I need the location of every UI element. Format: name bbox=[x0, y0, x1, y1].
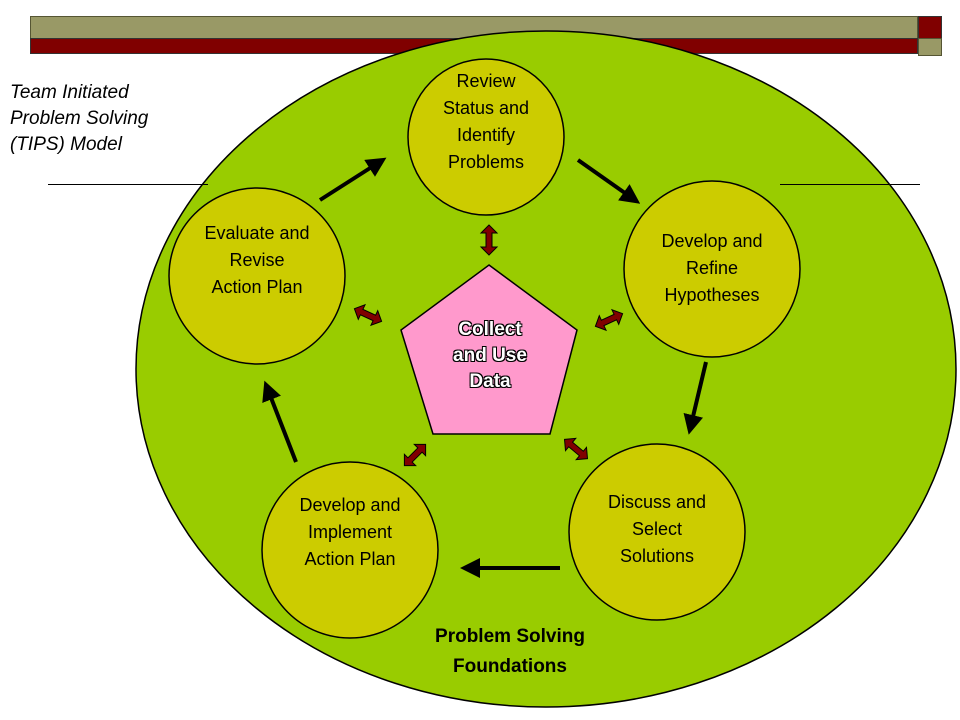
node-hypotheses-label: Develop and Refine Hypotheses bbox=[627, 228, 797, 309]
node-evaluate-label: Evaluate and Revise Action Plan bbox=[172, 220, 342, 301]
node-implement-label: Develop and Implement Action Plan bbox=[265, 492, 435, 573]
node-label-line: Review bbox=[456, 71, 516, 91]
center-label-line: Data bbox=[469, 371, 511, 392]
center-label-line: Collect bbox=[458, 319, 522, 340]
node-label-line: Evaluate and bbox=[204, 223, 310, 243]
node-solutions bbox=[568, 443, 746, 621]
arrow-evaluate-to-review bbox=[318, 157, 387, 202]
node-label-line: Solutions bbox=[619, 546, 695, 566]
node-label-line: Identify bbox=[456, 125, 516, 145]
node-hypotheses bbox=[623, 180, 801, 358]
double-arrow-solutions bbox=[563, 437, 589, 461]
node-evaluate bbox=[168, 187, 346, 365]
node-label-line: Action Plan bbox=[211, 277, 303, 297]
title-line: Team Initiated bbox=[10, 82, 129, 103]
double-arrow-review bbox=[479, 224, 499, 256]
node-label-line: Discuss and bbox=[607, 492, 707, 512]
node-label-line: Action Plan bbox=[304, 549, 396, 569]
divider-rule-right bbox=[780, 184, 920, 185]
node-label-line: Status and bbox=[442, 98, 530, 118]
center-label: Collect and Use Data bbox=[420, 317, 560, 395]
title-line: Problem Solving bbox=[10, 108, 149, 129]
node-label-line: Refine bbox=[685, 258, 739, 278]
double-arrow-evaluate bbox=[353, 303, 383, 327]
arrow-review-to-hypotheses bbox=[576, 158, 641, 204]
node-label-line: Hypotheses bbox=[664, 285, 760, 305]
center-label-line: and Use bbox=[453, 345, 527, 366]
foundation-label-line: Problem Solving bbox=[435, 626, 585, 647]
arrow-implement-to-evaluate bbox=[262, 380, 298, 463]
node-solutions-label: Discuss and Select Solutions bbox=[572, 489, 742, 570]
double-arrow-hypotheses bbox=[594, 308, 624, 332]
diagram-title: Team Initiated Problem Solving (TIPS) Mo… bbox=[10, 80, 200, 158]
node-label-line: Revise bbox=[229, 250, 285, 270]
node-label-line: Problems bbox=[447, 152, 525, 172]
node-label-line: Develop and bbox=[661, 231, 763, 251]
node-implement bbox=[261, 461, 439, 639]
node-review-label: Review Status and Identify Problems bbox=[406, 68, 566, 176]
node-review bbox=[407, 58, 565, 216]
node-label-line: Implement bbox=[307, 522, 393, 542]
title-line: (TIPS) Model bbox=[10, 134, 122, 155]
foundation-label-line: Foundations bbox=[453, 656, 567, 677]
foundation-label: Problem Solving Foundations bbox=[380, 622, 640, 682]
double-arrow-implement bbox=[403, 443, 427, 467]
arrow-hypotheses-to-solutions bbox=[683, 361, 708, 435]
header-corner-olive bbox=[918, 38, 942, 56]
node-label-line: Develop and bbox=[299, 495, 401, 515]
node-label-line: Select bbox=[631, 519, 683, 539]
divider-rule-left bbox=[48, 184, 208, 185]
center-pentagon bbox=[400, 264, 578, 435]
